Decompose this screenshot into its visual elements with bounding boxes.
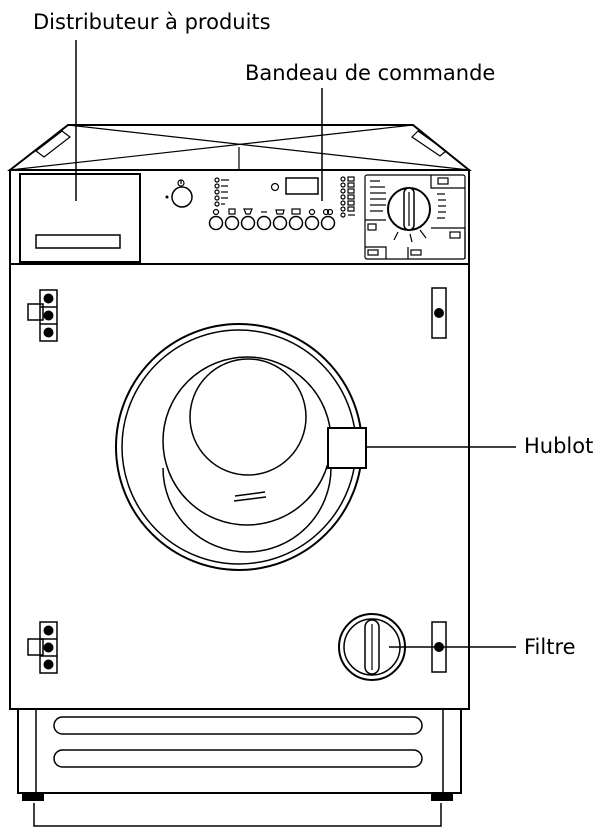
plinth-slot-lower (53, 749, 423, 768)
label-control-panel: Bandeau de commande (245, 61, 495, 85)
machine-top (7, 124, 472, 171)
option-button-4[interactable] (256, 215, 272, 231)
label-filter: Filtre (524, 635, 576, 659)
latch-top-right (431, 287, 447, 339)
foot-left (22, 793, 44, 801)
program-selector-area (364, 174, 466, 260)
option-button-5[interactable] (272, 215, 288, 231)
control-panel (19, 173, 466, 263)
hinge-bottom-left (27, 621, 58, 674)
display-window (285, 177, 319, 195)
option-buttons (208, 208, 336, 231)
option-button-8[interactable] (320, 215, 336, 231)
foot-right (431, 793, 453, 801)
option-button-7[interactable] (304, 215, 320, 231)
clock-icon (270, 182, 280, 192)
plinth-slot-upper (53, 716, 423, 735)
width-bracket (33, 803, 442, 827)
latch-bottom-right (431, 621, 447, 673)
option-button-2[interactable] (224, 215, 240, 231)
door[interactable] (115, 323, 367, 571)
drawer-handle[interactable] (35, 234, 121, 249)
plinth (17, 709, 462, 827)
option-button-3[interactable] (240, 215, 256, 231)
door-inner-glass (189, 358, 307, 476)
option-leds (340, 176, 355, 218)
option-button-1[interactable] (208, 215, 224, 231)
detergent-drawer (19, 173, 141, 263)
door-outer-ring (115, 323, 363, 571)
door-handle[interactable] (327, 427, 367, 469)
hinge-top-left (27, 289, 58, 342)
filter-cap[interactable] (338, 613, 406, 681)
power-button[interactable] (171, 186, 193, 208)
label-door: Hublot (524, 434, 593, 458)
option-button-6[interactable] (288, 215, 304, 231)
label-dispenser: Distributeur à produits (33, 10, 271, 34)
spin-speed-leds (214, 177, 229, 207)
